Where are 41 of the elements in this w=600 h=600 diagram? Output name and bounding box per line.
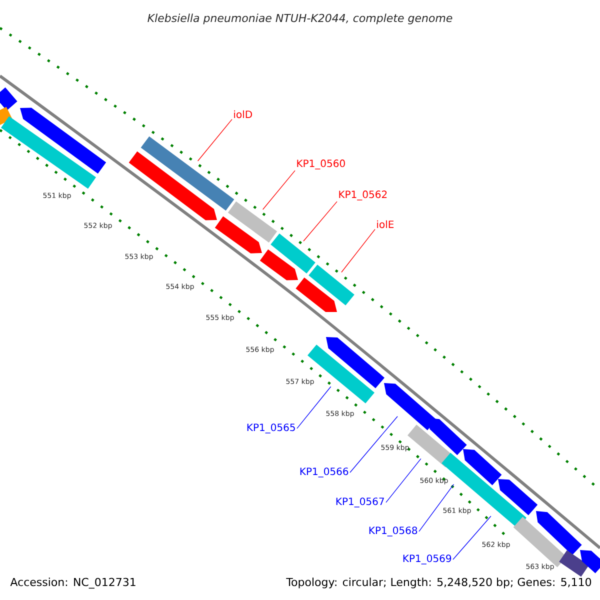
gene-block: [0, 87, 18, 111]
leader-line: [197, 118, 232, 162]
leader-line: [350, 416, 398, 473]
gene-label: KP1_0568: [369, 526, 418, 536]
gene-block: [326, 337, 384, 388]
footer-text: Accession: NC_012731: [10, 578, 136, 589]
leader-line: [341, 228, 376, 273]
gene-label: KP1_0565: [247, 424, 295, 434]
leader-line: [452, 516, 492, 560]
gene-label: KP1_0566: [300, 468, 348, 478]
gene-label: KP1_0567: [336, 498, 384, 508]
gene-block: [214, 216, 262, 254]
leader-line: [418, 484, 454, 532]
gene-block: [428, 418, 467, 456]
gene-label: KP1_0569: [403, 554, 452, 564]
leader-line: [262, 170, 296, 210]
gene-label: iolE: [377, 220, 394, 228]
leader-line: [386, 458, 422, 503]
gene-block: [0, 106, 12, 126]
gene-block: [384, 383, 437, 430]
leader-line: [303, 201, 338, 242]
gene-block: [580, 550, 600, 574]
gene-block: [20, 108, 106, 174]
gene-block: [559, 550, 589, 577]
gene-block: [270, 234, 316, 274]
gene-block: [140, 136, 234, 211]
title: Klebsiella pneumoniae NTUH-K2044, complete genome: [148, 14, 452, 24]
gene-block: [308, 264, 354, 306]
gene-block: [463, 449, 502, 486]
footer-text: Topology: circular; Length: 5,248,520 bp; Genes: 5,110: [286, 578, 592, 588]
gene-block: [260, 249, 298, 280]
gene-block: [128, 151, 217, 220]
gene-block: [498, 479, 538, 516]
gene-block: [1, 116, 96, 189]
gene-label: KP1_0562: [339, 190, 387, 200]
leader-line: [296, 386, 332, 429]
gene-block: [536, 511, 582, 556]
gene-label: iolD: [234, 110, 252, 118]
gene-block: [296, 278, 337, 312]
gene-block: [228, 201, 278, 243]
gene-label: KP1_0560: [297, 160, 345, 170]
